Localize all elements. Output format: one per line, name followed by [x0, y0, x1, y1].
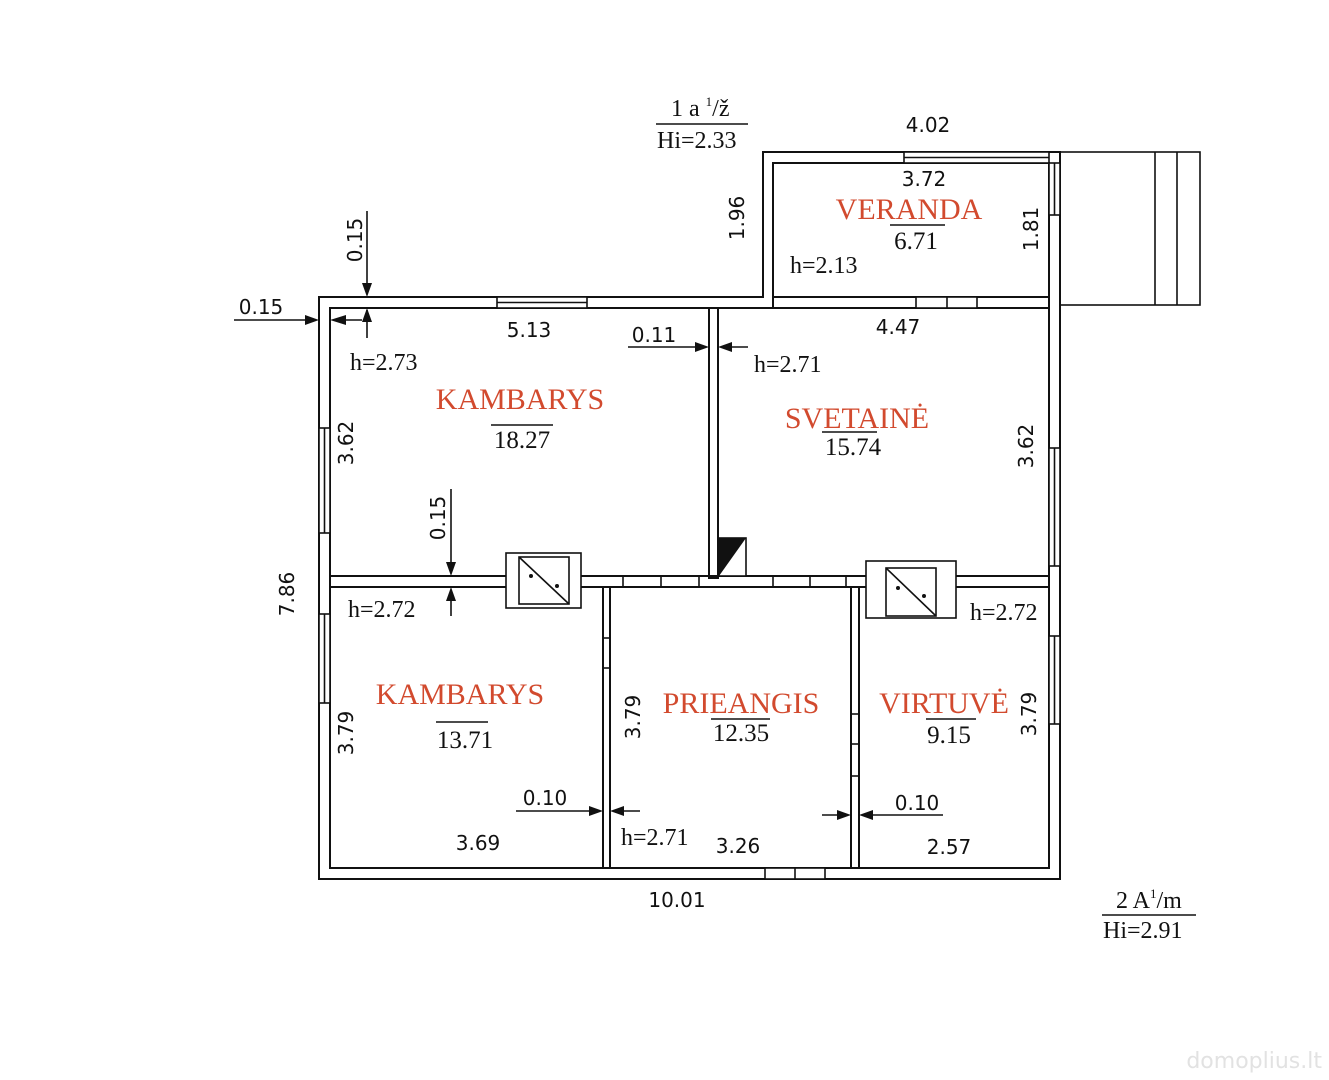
watermark: domoplius.lt	[1186, 1049, 1322, 1074]
lower-code-tail: /m	[1157, 888, 1183, 914]
room-width: 3.26	[716, 834, 761, 858]
room-height: h=2.13	[790, 253, 858, 279]
room-kambarys-lower: KAMBARYS 13.71 h=2.72 3.69 3.79	[334, 597, 544, 855]
partition-bottom-left-thickness: 0.10	[523, 786, 568, 810]
room-depth: 1.81	[1019, 207, 1043, 252]
room-name: VERANDA	[836, 193, 983, 226]
upper-floor-code: 1 a 1/ž Hi=2.33	[656, 94, 748, 154]
chimney-symbol	[718, 537, 747, 577]
terrace	[1059, 151, 1201, 306]
room-prieangis: PRIEANGIS 12.35 h=2.71 3.26 3.79	[621, 687, 819, 858]
partition-bottom-right-thickness: 0.10	[895, 791, 940, 815]
room-depth: 3.62	[1014, 424, 1038, 469]
overall-height: 7.86	[275, 572, 299, 617]
room-area: 9.15	[927, 722, 971, 749]
room-width: 3.69	[456, 831, 501, 855]
room-height: h=2.71	[754, 352, 822, 378]
room-depth: 3.79	[1017, 692, 1041, 737]
lower-code-sup: 1	[1150, 886, 1157, 901]
partition-mid-thickness: 0.15	[426, 496, 450, 541]
windows	[318, 151, 1061, 725]
room-name: SVETAINĖ	[785, 402, 929, 435]
room-veranda: VERANDA 6.71 h=2.13 3.72 1.81	[790, 167, 1043, 279]
room-virtuve: VIRTUVĖ 9.15 h=2.72 2.57 3.79	[879, 600, 1041, 859]
room-name: KAMBARYS	[376, 678, 544, 711]
stove-symbol	[505, 552, 582, 609]
upper-hi-label: Hi=2.33	[657, 128, 737, 154]
room-area: 13.71	[437, 727, 493, 754]
lower-code-num: 2 A	[1116, 888, 1151, 914]
room-height: h=2.71	[621, 825, 689, 851]
overall-width: 10.01	[648, 888, 705, 912]
room-kambarys-upper: KAMBARYS 18.27 h=2.73 5.13 3.62	[334, 318, 604, 465]
outer-wall-top-thickness: 0.15	[343, 218, 367, 263]
doors	[603, 296, 978, 880]
veranda-outer-width: 4.02	[906, 113, 951, 137]
room-area: 18.27	[494, 427, 550, 454]
room-name: PRIEANGIS	[663, 687, 820, 720]
room-svetaine: SVETAINĖ 15.74 h=2.71 4.47 3.62	[754, 315, 1038, 468]
dimension-arrows	[234, 211, 943, 820]
veranda-outer-height: 1.96	[725, 196, 749, 241]
room-depth: 3.79	[334, 711, 358, 756]
room-width: 5.13	[507, 318, 552, 342]
room-height: h=2.73	[350, 350, 418, 376]
room-depth: 3.62	[334, 421, 358, 466]
stove-symbol	[865, 560, 957, 619]
svg-text:1 a 1/ž: 1 a 1/ž	[671, 94, 729, 122]
room-width: 3.72	[902, 167, 947, 191]
lower-hi-label: Hi=2.91	[1103, 918, 1183, 944]
room-width: 2.57	[927, 835, 972, 859]
room-name: KAMBARYS	[436, 383, 604, 416]
room-depth: 3.79	[621, 695, 645, 740]
upper-code-tail: /ž	[712, 96, 729, 122]
upper-code-sup: 1	[706, 94, 713, 109]
outer-wall-left-thickness: 0.15	[239, 295, 284, 319]
room-area: 6.71	[894, 228, 938, 255]
lower-floor-code: 2 A1/m Hi=2.91	[1102, 886, 1196, 944]
room-area: 15.74	[825, 434, 882, 461]
room-area: 12.35	[713, 720, 769, 747]
room-name: VIRTUVĖ	[879, 687, 1009, 720]
interior-walls	[329, 296, 1050, 869]
svg-text:2 A1/m: 2 A1/m	[1116, 886, 1182, 914]
upper-code-num: 1 a	[671, 96, 706, 122]
partition-top-right-thickness: 0.11	[632, 323, 677, 347]
room-width: 4.47	[876, 315, 921, 339]
room-height: h=2.72	[970, 600, 1038, 626]
room-height: h=2.72	[348, 597, 416, 623]
